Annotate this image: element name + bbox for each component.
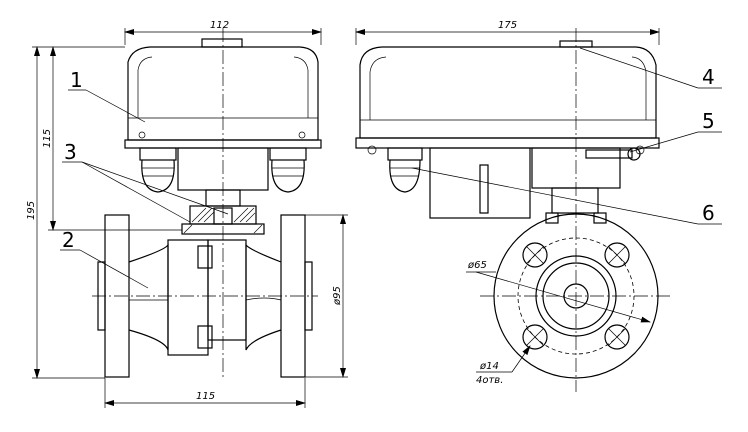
- cable-gland-front-left: [139, 147, 177, 193]
- callout-4: 4: [702, 65, 715, 89]
- callout-3: 3: [64, 140, 77, 164]
- front-dimensions: 112 195 115 115 ø95: [26, 20, 348, 408]
- dim-hole-diameter: ø14: [479, 361, 499, 372]
- callout-1: 1: [70, 68, 83, 92]
- cable-gland-front-right: [269, 147, 307, 193]
- front-view: [92, 28, 322, 380]
- callout-5: 5: [702, 109, 715, 133]
- actuator-cover-side: [359, 46, 657, 139]
- actuator-base-side: [355, 137, 660, 149]
- callout-6: 6: [702, 201, 715, 225]
- side-view: [355, 28, 672, 392]
- cable-gland-side: [387, 147, 423, 193]
- dim-bolt-circle: ø65: [467, 260, 487, 271]
- dim-top-width-side: 175: [498, 20, 517, 31]
- front-callouts: 1 3 2: [60, 68, 229, 289]
- dim-top-width-front: 112: [210, 20, 229, 31]
- dim-actuator-height: 115: [42, 129, 53, 148]
- dim-overall-height: 195: [26, 201, 37, 220]
- callout-2: 2: [62, 228, 75, 252]
- dim-hole-count: 4отв.: [476, 375, 503, 386]
- side-callouts: 4 5 6: [411, 47, 722, 225]
- actuator-cover-front: [127, 46, 319, 141]
- side-dimensions: 175 ø65 ø14 4отв.: [355, 20, 660, 386]
- dim-flange-diameter: ø95: [332, 286, 343, 306]
- dim-base-length: 115: [196, 391, 215, 402]
